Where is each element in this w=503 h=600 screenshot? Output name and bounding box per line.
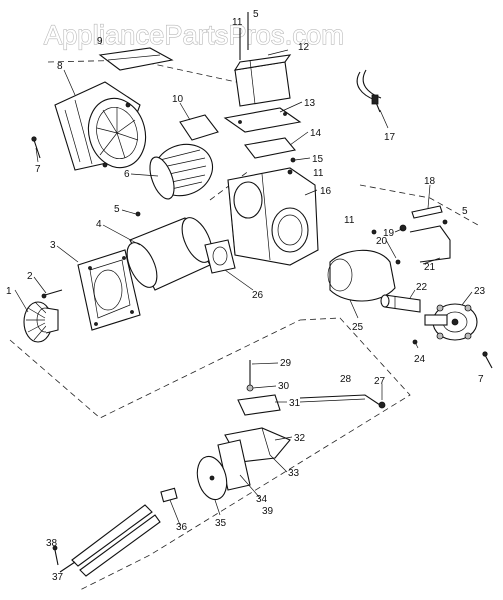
callout-11-top: 11 bbox=[232, 17, 243, 28]
callout-28: 28 bbox=[340, 374, 352, 385]
callout-7-right: 7 bbox=[478, 374, 484, 385]
callout-9: 9 bbox=[97, 36, 103, 47]
callout-21: 21 bbox=[424, 262, 436, 273]
callout-37: 37 bbox=[52, 572, 64, 583]
part-17-wire-lead bbox=[356, 69, 382, 113]
part-15-screw bbox=[290, 157, 296, 163]
part-38-screw bbox=[52, 545, 59, 566]
part-1-end-cone bbox=[23, 301, 59, 343]
part-8-motor bbox=[54, 81, 147, 171]
callout-25: 25 bbox=[352, 322, 364, 333]
leader-lines bbox=[14, 49, 473, 526]
callout-5-top: 5 bbox=[253, 9, 259, 20]
callout-35: 35 bbox=[215, 518, 227, 529]
callout-5-left: 5 bbox=[114, 204, 120, 215]
part-7-screw-right bbox=[482, 351, 493, 369]
callout-20: 20 bbox=[376, 236, 388, 247]
callout-2: 2 bbox=[27, 271, 33, 282]
callout-11-right: 11 bbox=[344, 215, 355, 226]
part-12-transformer bbox=[233, 54, 292, 107]
part-10-gasket bbox=[179, 114, 219, 141]
part-13-plate bbox=[223, 107, 302, 133]
callout-5-right: 5 bbox=[462, 206, 468, 217]
callout-24: 24 bbox=[414, 354, 426, 365]
callout-19: 19 bbox=[383, 228, 395, 239]
callout-1: 1 bbox=[6, 286, 12, 297]
callout-11-mid: 11 bbox=[313, 168, 324, 179]
callout-8: 8 bbox=[57, 61, 63, 72]
callout-17: 17 bbox=[384, 132, 396, 143]
part-36-nozzle bbox=[160, 487, 178, 503]
callout-6: 6 bbox=[124, 169, 130, 180]
callout-27: 27 bbox=[374, 376, 386, 387]
callout-29: 29 bbox=[280, 358, 292, 369]
part-22-ignitor bbox=[380, 294, 421, 313]
part-31-bracket bbox=[237, 394, 281, 416]
part-26-gasket bbox=[204, 239, 236, 274]
callout-13: 13 bbox=[304, 98, 316, 109]
part-3-flange bbox=[77, 249, 141, 331]
callout-23: 23 bbox=[474, 286, 486, 297]
part-35-disc bbox=[196, 455, 228, 501]
part-27-nut bbox=[378, 401, 386, 409]
callout-10: 10 bbox=[172, 94, 184, 105]
part-28-rod bbox=[299, 394, 381, 406]
part-23-nozzle-assembly bbox=[424, 303, 478, 341]
callout-4: 4 bbox=[96, 219, 102, 230]
callout-31: 31 bbox=[289, 398, 301, 409]
part-21-oil-line bbox=[409, 225, 451, 263]
part-7-screw-left bbox=[31, 136, 41, 159]
part-29-30-screw-washer bbox=[246, 360, 254, 392]
callout-38: 38 bbox=[46, 538, 58, 549]
callout-16: 16 bbox=[320, 186, 332, 197]
part-11-screws bbox=[239, 28, 377, 235]
part-9-bracket bbox=[98, 47, 174, 71]
part-20-screw bbox=[395, 259, 401, 265]
callout-30: 30 bbox=[278, 381, 290, 392]
part-25-cover-ring bbox=[327, 249, 396, 302]
part-18-clip bbox=[411, 205, 443, 219]
part-6-blower-wheel bbox=[149, 143, 214, 200]
watermark-text: AppliancePartsPros.com bbox=[44, 20, 344, 50]
callout-26: 26 bbox=[252, 290, 264, 301]
part-2-screw bbox=[41, 289, 63, 299]
part-14-plate bbox=[244, 137, 297, 159]
callout-3: 3 bbox=[50, 240, 56, 251]
part-4-air-tube bbox=[126, 217, 213, 291]
callout-36: 36 bbox=[176, 522, 188, 533]
callout-15: 15 bbox=[312, 154, 324, 165]
part-37-electrodes bbox=[59, 504, 161, 577]
callout-12: 12 bbox=[298, 42, 310, 53]
callout-34: 34 bbox=[256, 494, 268, 505]
callout-33: 33 bbox=[288, 468, 300, 479]
callout-22: 22 bbox=[416, 282, 428, 293]
callout-14: 14 bbox=[310, 128, 322, 139]
callout-7-left: 7 bbox=[35, 164, 41, 175]
callout-32: 32 bbox=[294, 433, 306, 444]
part-16-housing bbox=[227, 167, 319, 266]
callout-39: 39 bbox=[262, 506, 274, 517]
callout-18: 18 bbox=[424, 176, 436, 187]
part-19-fitting bbox=[399, 224, 407, 232]
callout-labels: 1 2 3 4 5 5 5 6 7 7 8 9 10 11 11 11 12 1… bbox=[6, 9, 486, 583]
